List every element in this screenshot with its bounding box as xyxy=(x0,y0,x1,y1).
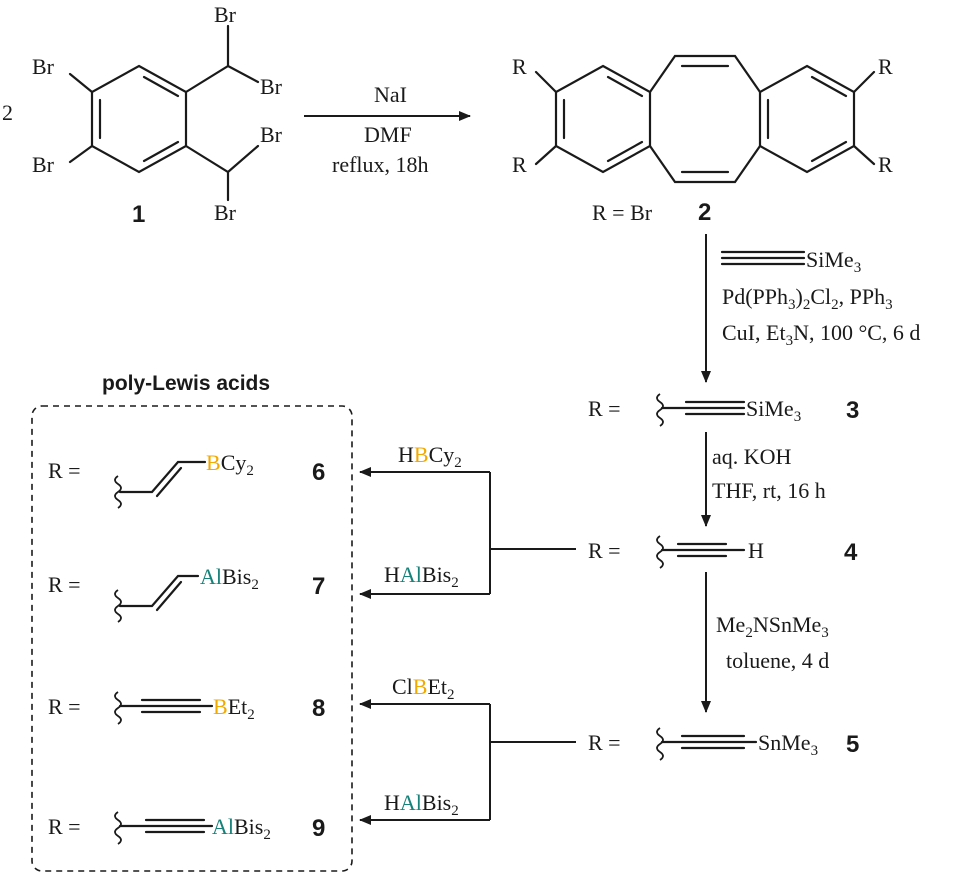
compound-number-9: 9 xyxy=(312,815,325,842)
alkyne-triple-bond xyxy=(720,250,806,266)
step-3-arrow: aq. KOH THF, rt, 16 h xyxy=(701,432,826,527)
wavy-bond-3 xyxy=(656,393,664,427)
chbr2-bromine-top: Br xyxy=(214,2,237,27)
stannyl-group-5: SnMe3 xyxy=(758,730,818,759)
alkyne-5 xyxy=(660,734,758,750)
alkyne-4 xyxy=(660,542,746,558)
step-3-reagent: aq. KOH xyxy=(712,444,792,469)
compound-number-1: 1 xyxy=(132,201,145,228)
alkyne-3 xyxy=(660,400,746,416)
silyl-group-3: SiMe3 xyxy=(746,396,801,425)
step-1-conditions: reflux, 18h xyxy=(332,152,429,177)
ring-bromine-top: Br xyxy=(32,54,55,79)
wavy-bond-9 xyxy=(114,811,122,845)
alanyl-group-9: AlBis2 xyxy=(212,814,271,843)
compound-8: R = BEt2 8 xyxy=(48,691,325,725)
compound-number-8: 8 xyxy=(312,695,325,722)
step-2-conditions: CuI, Et3N, 100 °C, 6 d xyxy=(722,320,920,349)
step-2-arrow: SiMe3 Pd(PPh3)2Cl2, PPh3 CuI, Et3N, 100 … xyxy=(701,234,920,383)
compound-number-2: 2 xyxy=(698,199,711,226)
chbr2-bromine-bottom: Br xyxy=(214,200,237,225)
ring-bromine-bottom: Br xyxy=(32,152,55,177)
compound-number-7: 7 xyxy=(312,573,325,600)
compound-5: R = SnMe3 5 xyxy=(588,727,859,761)
step-2-catalyst: Pd(PPh3)2Cl2, PPh3 xyxy=(722,284,893,313)
r-prefix-8: R = xyxy=(48,694,81,719)
chbr2-bromine-lower: Br xyxy=(260,122,283,147)
vinyl-chain-6 xyxy=(118,460,207,494)
vinyl-double-bond-6 xyxy=(155,466,183,498)
compound-7: R = AlBis2 7 xyxy=(48,564,325,623)
benzene-ring xyxy=(90,64,188,174)
compound-2: R R R R R = Br 2 xyxy=(512,54,893,226)
branch-connector-4 xyxy=(489,472,576,594)
wavy-bond-6 xyxy=(114,475,122,509)
left-benzene-ring xyxy=(554,64,652,174)
dashed-box xyxy=(31,405,353,872)
stoich-coefficient: 2 xyxy=(2,100,13,125)
r-definition-2: R = Br xyxy=(592,200,653,225)
r-group-top-left: R xyxy=(512,54,527,79)
boryl-group-8: BEt2 xyxy=(213,694,255,723)
step-4-conditions: toluene, 4 d xyxy=(726,648,829,673)
cyclooctatetraene-ring xyxy=(648,54,762,184)
terminal-hydrogen-4: H xyxy=(748,538,764,563)
box-title: poly-Lewis acids xyxy=(102,372,270,395)
reagent-clbet2: ClBEt2 xyxy=(392,674,455,703)
wavy-bond-5 xyxy=(656,727,664,761)
step-3-conditions: THF, rt, 16 h xyxy=(712,478,826,503)
compound-1: 2 Br Br Br Br Br Br 1 xyxy=(2,2,283,228)
step-4-reagent: Me2NSnMe3 xyxy=(716,612,829,641)
reagent-halbis2-b: HAlBis2 xyxy=(384,790,459,819)
branch-from-4: HBCy2 HAlBis2 xyxy=(359,442,576,599)
compound-number-6: 6 xyxy=(312,459,325,486)
r-prefix-3: R = xyxy=(588,396,621,421)
chbr2-bromine-upper: Br xyxy=(260,74,283,99)
alkyne-9 xyxy=(118,818,214,834)
step-1-reagent: NaI xyxy=(374,82,407,107)
step-2-silyl-group: SiMe3 xyxy=(806,247,861,276)
vinyl-double-bond-7 xyxy=(155,580,183,612)
r-group-bottom-right: R xyxy=(878,152,893,177)
r-prefix-5: R = xyxy=(588,730,621,755)
poly-lewis-acids-box: poly-Lewis acids R = BCy2 6 R = AlBis2 7… xyxy=(31,372,353,872)
r-prefix-6: R = xyxy=(48,458,81,483)
reagent-hbcy2: HBCy2 xyxy=(398,442,462,471)
compound-number-5: 5 xyxy=(846,731,859,758)
compound-number-3: 3 xyxy=(846,397,859,424)
wavy-bond-4 xyxy=(656,535,664,569)
wavy-bond-8 xyxy=(114,691,122,725)
compound-3: R = SiMe3 3 xyxy=(588,393,859,427)
r-prefix-4: R = xyxy=(588,538,621,563)
r-prefix-7: R = xyxy=(48,572,81,597)
wavy-bond-7 xyxy=(114,589,122,623)
r-group-bottom-left: R xyxy=(512,152,527,177)
step-1-solvent: DMF xyxy=(364,122,412,147)
alkyne-8 xyxy=(118,698,214,714)
right-benzene-ring xyxy=(758,64,856,174)
reagent-halbis2-a: HAlBis2 xyxy=(384,562,459,591)
boryl-group-6: BCy2 xyxy=(206,450,254,479)
compound-6: R = BCy2 6 xyxy=(48,450,325,509)
r-group-top-right: R xyxy=(878,54,893,79)
vinyl-chain-7 xyxy=(118,574,200,608)
branch-connector-5 xyxy=(489,704,576,820)
branch-from-5: ClBEt2 HAlBis2 xyxy=(359,674,576,825)
step-1-arrow: NaI DMF reflux, 18h xyxy=(304,82,471,177)
aromatic-double-bonds xyxy=(98,75,180,163)
compound-9: R = AlBis2 9 xyxy=(48,811,325,845)
compound-4: R = H 4 xyxy=(588,535,858,569)
alanyl-group-7: AlBis2 xyxy=(200,564,259,593)
step-4-arrow: Me2NSnMe3 toluene, 4 d xyxy=(701,572,829,713)
compound-number-4: 4 xyxy=(844,539,858,566)
r-prefix-9: R = xyxy=(48,814,81,839)
